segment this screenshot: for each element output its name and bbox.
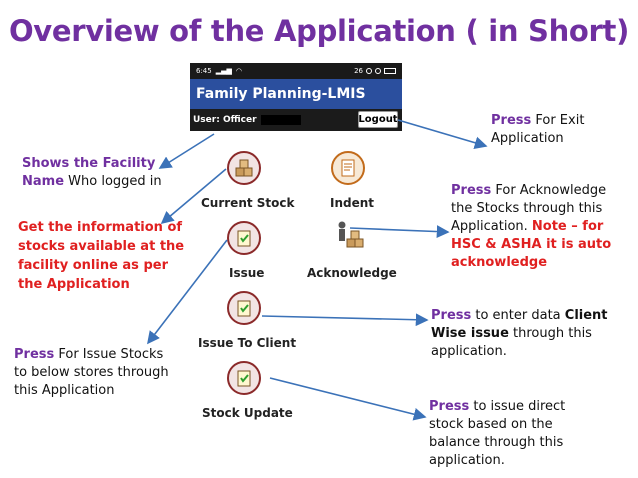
note-current-stock: Get the information of stocks available … bbox=[18, 220, 185, 292]
menu-issue-to-client[interactable]: Issue To Client bbox=[198, 336, 297, 350]
issue-to-client-icon[interactable] bbox=[227, 291, 261, 325]
user-bar: User: Officer bbox=[190, 109, 402, 131]
boxes-icon bbox=[235, 159, 253, 177]
alarm-icon bbox=[366, 68, 372, 74]
note-stock-update: Press to issue direct stock based on the… bbox=[429, 399, 566, 468]
note-exit: Press For Exit Application bbox=[491, 113, 585, 146]
battery-icon bbox=[384, 68, 396, 74]
signal-icon: ▂▄▆ bbox=[215, 67, 232, 75]
wifi-icon: ◠ bbox=[235, 67, 242, 75]
person-boxes-icon bbox=[338, 221, 364, 248]
clipboard-check-icon bbox=[237, 300, 251, 317]
status-time: 6:45 bbox=[196, 67, 212, 75]
clipboard-check-icon bbox=[237, 230, 251, 247]
indent-icon[interactable] bbox=[331, 151, 365, 185]
user-label: User: Officer bbox=[193, 115, 257, 125]
page-title: Overview of the Application ( in Short) bbox=[8, 14, 630, 48]
document-icon bbox=[341, 159, 355, 177]
note-acknowledge: Press For Acknowledge the Stocks through… bbox=[451, 183, 612, 270]
menu-current-stock[interactable]: Current Stock bbox=[201, 196, 295, 210]
current-stock-icon[interactable] bbox=[227, 151, 261, 185]
note-facility: Shows the Facility Name Who logged in bbox=[22, 156, 162, 189]
facility-name-redacted bbox=[260, 115, 301, 125]
menu-issue[interactable]: Issue bbox=[229, 266, 265, 280]
stock-update-icon[interactable] bbox=[227, 361, 261, 395]
app-title-bar: Family Planning-LMIS bbox=[190, 79, 402, 109]
issue-icon[interactable] bbox=[227, 221, 261, 255]
clipboard-check-icon bbox=[237, 370, 251, 387]
arrow-stock-update bbox=[269, 377, 427, 421]
note-issue: Press For Issue Stocks to below stores t… bbox=[14, 347, 169, 398]
menu-stock-update[interactable]: Stock Update bbox=[202, 406, 293, 420]
arrow-exit bbox=[397, 119, 488, 149]
logout-button[interactable]: Logout bbox=[358, 111, 398, 128]
settings-icon bbox=[375, 68, 381, 74]
status-number: 26 bbox=[354, 67, 363, 75]
menu-indent[interactable]: Indent bbox=[330, 196, 375, 210]
menu-acknowledge[interactable]: Acknowledge bbox=[307, 266, 397, 280]
app-title: Family Planning-LMIS bbox=[196, 86, 366, 102]
phone-status-bar: 6:45 ▂▄▆ ◠ 26 bbox=[190, 63, 402, 79]
arrow-facility bbox=[158, 133, 215, 169]
acknowledge-icon[interactable] bbox=[333, 219, 367, 253]
arrow-issue-to-client bbox=[261, 313, 429, 327]
note-issue-to-client: Press to enter data Client Wise issue th… bbox=[431, 308, 608, 359]
